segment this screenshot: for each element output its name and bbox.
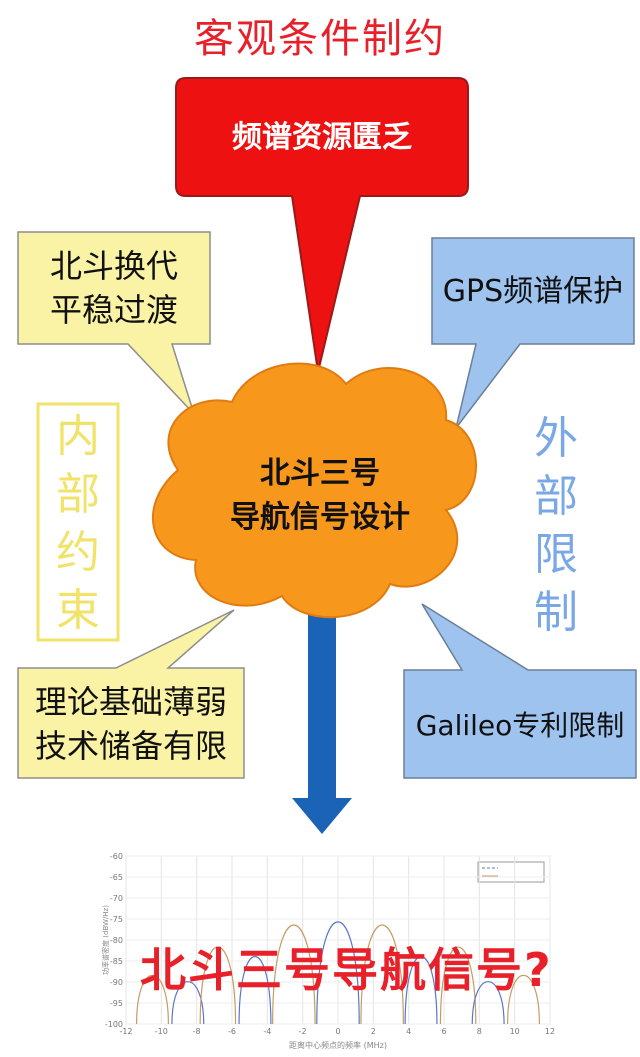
right-vertical-label: 外 部 限 制 bbox=[528, 410, 584, 642]
chart-spectrum-lobe bbox=[439, 946, 477, 1025]
chart-ytick-label: -100 bbox=[105, 1020, 123, 1029]
chart-spectrum-lobe bbox=[507, 975, 540, 1025]
center-cloud-text: 北斗三号 导航信号设计 bbox=[190, 452, 450, 540]
chart-xtick-label: 12 bbox=[545, 1027, 555, 1036]
center-line-1: 北斗三号 bbox=[260, 456, 380, 491]
right-vertical-char-1: 外 bbox=[534, 413, 578, 464]
left-vertical-char-2: 部 bbox=[56, 469, 100, 520]
chart-ytick-label: -80 bbox=[110, 936, 123, 945]
chart-xtick-label: -4 bbox=[263, 1027, 271, 1036]
left-top-line-1: 北斗换代 bbox=[49, 247, 178, 285]
chart-spectrum-lobe bbox=[316, 921, 360, 1025]
left-vertical-label: 内 部 约 束 bbox=[50, 408, 106, 640]
signal-spectrum-chart: -12 -10 -8 -6 -4 -2 0 2 4 6 8 10 12 -60 -65 -70 -75 -80 -8… bbox=[101, 852, 555, 1050]
chart-spectrum-lobe bbox=[272, 924, 316, 1025]
chart-ytick-label: -85 bbox=[110, 957, 123, 966]
chart-xtick-label: -10 bbox=[155, 1027, 168, 1036]
center-cloud bbox=[152, 362, 477, 619]
center-line-2: 导航信号设计 bbox=[230, 500, 410, 535]
left-top-callout-text: 北斗换代 平稳过渡 bbox=[18, 244, 210, 332]
left-bottom-line-2: 技术储备有限 bbox=[34, 727, 227, 765]
chart-xtick-label: 8 bbox=[477, 1027, 482, 1036]
chart-xtick-label: 4 bbox=[406, 1027, 411, 1036]
yellow-callout-bottom bbox=[17, 609, 245, 779]
chart-xtick-label: -2 bbox=[299, 1027, 307, 1036]
chart-ytick-label: -75 bbox=[110, 915, 123, 924]
right-bottom-callout-text: Galileo专利限制 bbox=[415, 709, 625, 742]
chart-ytick-label: -95 bbox=[110, 999, 123, 1008]
diagram-title: 客观条件制约 bbox=[194, 16, 446, 62]
left-vertical-box bbox=[36, 402, 120, 642]
chart-ytick-label: -90 bbox=[110, 978, 123, 987]
blue-callout-bottom bbox=[403, 603, 637, 779]
left-bottom-callout-text: 理论基础薄弱 技术储备有限 bbox=[18, 680, 244, 768]
chart-xtick-label: 6 bbox=[441, 1027, 446, 1036]
right-vertical-char-2: 部 bbox=[534, 471, 578, 522]
chart-xtick-label: 0 bbox=[335, 1027, 340, 1036]
chart-spectrum-lobe bbox=[199, 946, 237, 1025]
chart-spectrum-lobe bbox=[136, 975, 169, 1025]
bottom-question-text: 北斗三号导航信号? bbox=[140, 943, 553, 997]
chart-ytick-label: -60 bbox=[110, 852, 123, 861]
chart-legend-box bbox=[477, 861, 545, 883]
chart-xlabel: 距离中心频点的频率 (MHz) bbox=[289, 1040, 387, 1050]
chart-ylabel: 功率谱密度 (dBW/Hz) bbox=[101, 905, 110, 975]
chart-ytick-label: -70 bbox=[110, 894, 123, 903]
chart-spectrum-lobe bbox=[360, 924, 404, 1025]
right-top-callout-text: GPS频谱保护 bbox=[442, 274, 624, 309]
left-bottom-line-1: 理论基础薄弱 bbox=[34, 683, 227, 721]
red-callout-box bbox=[175, 77, 469, 373]
left-vertical-char-4: 束 bbox=[56, 585, 100, 636]
chart-xtick-label: -6 bbox=[228, 1027, 236, 1036]
chart-spectrum-lobe bbox=[238, 956, 272, 1025]
right-vertical-char-3: 限 bbox=[534, 529, 578, 580]
chart-xtick-label: 2 bbox=[371, 1027, 376, 1036]
right-vertical-char-4: 制 bbox=[534, 587, 578, 638]
left-top-line-2: 平稳过渡 bbox=[49, 291, 178, 329]
chart-xtick-label: -8 bbox=[193, 1027, 201, 1036]
left-vertical-char-3: 约 bbox=[56, 527, 100, 578]
top-box-label: 频谱资源匮乏 bbox=[232, 120, 412, 155]
yellow-callout-top bbox=[17, 231, 211, 415]
chart-spectrum-lobe bbox=[471, 981, 505, 1025]
chart-spectrum-lobe bbox=[404, 956, 438, 1025]
chart-spectrum-lobe bbox=[171, 981, 205, 1025]
blue-callout-top bbox=[431, 237, 635, 429]
down-arrow bbox=[292, 598, 352, 834]
left-vertical-char-1: 内 bbox=[56, 411, 100, 462]
chart-xtick-label: 10 bbox=[510, 1027, 520, 1036]
chart-ytick-label: -65 bbox=[110, 873, 123, 882]
chart-xtick-label: -12 bbox=[119, 1027, 132, 1036]
